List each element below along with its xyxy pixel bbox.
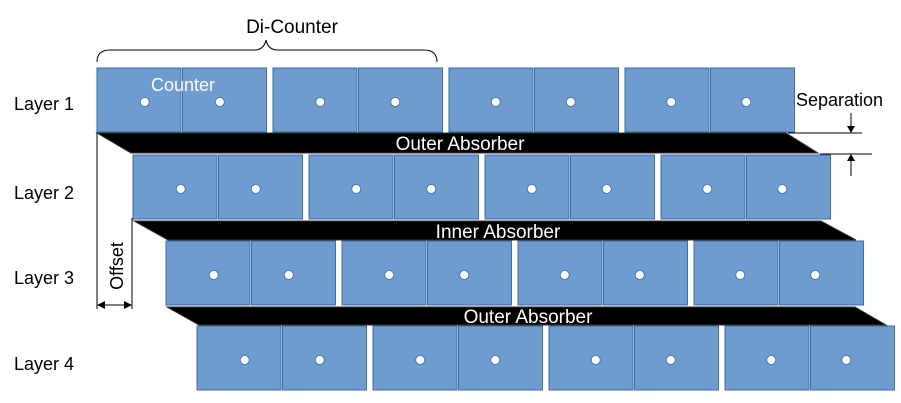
fiber-hole (426, 184, 437, 194)
fiber-hole (841, 355, 852, 365)
layer-4-counters (196, 325, 895, 391)
inner-absorber-label: Inner Absorber (436, 222, 561, 243)
counter (603, 240, 688, 306)
counter (517, 240, 603, 306)
counter (448, 67, 534, 133)
counter (196, 325, 282, 391)
dicounter-brace (96, 39, 438, 63)
counter (746, 154, 831, 220)
fiber-hole (239, 355, 250, 365)
fiber-hole (766, 355, 777, 365)
fiber-hole (314, 355, 325, 365)
fiber-hole (139, 97, 150, 107)
fiber-hole (741, 97, 752, 107)
fiber-hole (315, 97, 326, 107)
counter (251, 240, 336, 306)
counter (570, 154, 655, 220)
outer-absorber-bottom-label: Outer Absorber (464, 307, 594, 328)
offset-arrow-right-head (124, 301, 132, 309)
inner-absorber (132, 220, 857, 241)
fiber-hole (634, 270, 645, 280)
counter-label: Counter (151, 75, 215, 95)
offset-arrow-left-head (97, 301, 105, 309)
counter (272, 67, 358, 133)
fiber-hole (351, 184, 362, 194)
fiber-hole (601, 184, 612, 194)
fiber-hole (459, 270, 470, 280)
layer-1-label: Layer 1 (14, 94, 74, 114)
outer-absorber-bottom (165, 306, 888, 326)
fiber-hole (384, 270, 395, 280)
fiber-hole (208, 270, 219, 280)
fiber-hole (810, 270, 821, 280)
fiber-hole (565, 97, 576, 107)
counter (484, 154, 570, 220)
counter (810, 325, 895, 391)
counter (548, 325, 634, 391)
counter (96, 67, 182, 133)
layer-4-label: Layer 4 (14, 354, 74, 374)
counter (308, 154, 394, 220)
counter (427, 240, 512, 306)
fiber-hole (702, 184, 713, 194)
fiber-hole (490, 97, 501, 107)
counter (372, 325, 458, 391)
fiber-hole (490, 355, 501, 365)
counter (341, 240, 427, 306)
dicounter-label: Di-Counter (246, 17, 339, 38)
layer-2-counters (132, 154, 831, 220)
fiber-hole (666, 97, 677, 107)
separation-arrow-bottom-head (847, 154, 855, 161)
layer-1-counters (96, 67, 795, 133)
layer-3-label: Layer 3 (14, 268, 74, 288)
counter (182, 67, 267, 133)
fiber-hole (415, 355, 426, 365)
separation-label: Separation (796, 90, 883, 110)
separation-arrow-top-head (847, 126, 855, 133)
fiber-hole (214, 97, 225, 107)
counter (534, 67, 619, 133)
outer-absorber-top-label: Outer Absorber (396, 134, 526, 155)
fiber-hole (559, 270, 570, 280)
offset-label: Offset (107, 242, 127, 290)
fiber-hole (175, 184, 186, 194)
counter (634, 325, 719, 391)
outer-absorber-top (95, 132, 820, 154)
layer-3-counters (165, 240, 864, 306)
counter (458, 325, 543, 391)
counter (165, 240, 251, 306)
fiber-hole (250, 184, 261, 194)
fiber-hole (526, 184, 537, 194)
fiber-hole (590, 355, 601, 365)
counter (132, 154, 218, 220)
counter (710, 67, 795, 133)
counter (218, 154, 303, 220)
counter (394, 154, 479, 220)
counter (358, 67, 443, 133)
fiber-hole (390, 97, 401, 107)
fiber-hole (735, 270, 746, 280)
counter (779, 240, 864, 306)
fiber-hole (283, 270, 294, 280)
fiber-hole (777, 184, 788, 194)
layer-2-label: Layer 2 (14, 183, 74, 203)
counter (282, 325, 367, 391)
fiber-hole (665, 355, 676, 365)
